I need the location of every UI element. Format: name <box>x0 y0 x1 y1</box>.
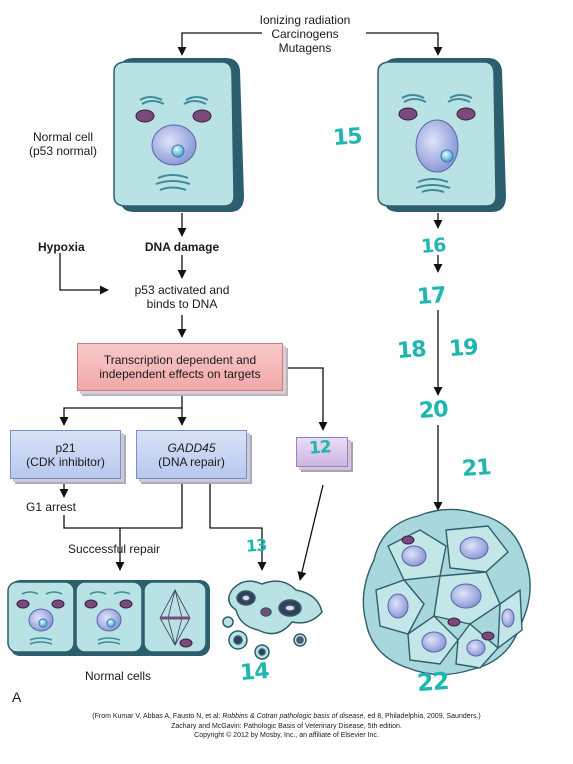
arrow-transcription-to-box12 <box>283 367 328 431</box>
line-gadd45-to-repair <box>120 480 183 529</box>
apoptotic-cell <box>222 580 323 660</box>
transcription-box: Transcription dependent and independent … <box>77 343 283 391</box>
flow-arrows <box>59 32 443 581</box>
handwritten-13: 13 <box>245 535 267 556</box>
arrow-transcription-branch-left <box>59 392 183 426</box>
mutant-nucleus <box>415 119 459 173</box>
p53-step-label: p53 activated and binds to DNA <box>134 283 230 311</box>
handwritten-19: 19 <box>448 335 479 362</box>
credit-line-1: (From Kumar V, Abbas A, Fausto N, et al:… <box>0 712 573 721</box>
handwritten-15: 15 <box>332 124 363 151</box>
handwritten-20: 20 <box>418 397 449 424</box>
panel-letter: A <box>12 689 22 705</box>
credit-line-1-pre: (From Kumar V, Abbas A, Fausto N, et al: <box>92 713 223 720</box>
handwritten-22: 22 <box>416 666 450 698</box>
arrow-cause-to-mutant <box>366 32 443 56</box>
normal-cell-label: Normal cell (p53 normal) <box>28 130 98 158</box>
cause-labels: Ionizing radiation Carcinogens Mutagens <box>259 13 351 55</box>
handwritten-17: 17 <box>416 283 447 310</box>
mutant-cell <box>377 58 506 212</box>
handwritten-12: 12 <box>308 437 332 459</box>
credit-line-1-post: ed 8, Philadelphia, 2009, Saunders.) <box>365 713 481 720</box>
arrow-hypoxia-to-p53 <box>59 253 109 295</box>
box-12 <box>296 437 348 467</box>
nucleus <box>151 124 197 166</box>
normal-cells-label: Normal cells <box>84 669 151 683</box>
mitotic-spindle <box>159 589 191 646</box>
arrow-box12-to-apoptosis <box>297 484 324 581</box>
credit-line-1-title: Robbins & Cotran pathologic basis of dis… <box>222 713 366 720</box>
gadd45-title: GADD45 <box>167 440 216 455</box>
dna-damage-label: DNA damage <box>144 240 220 254</box>
nucleolus <box>171 144 185 158</box>
credit-line-2: Zachary and McGavin: Pathologic Basis of… <box>171 723 402 730</box>
g1-arrest-label: G1 arrest <box>26 500 77 514</box>
p21-box: p21 (CDK inhibitor) <box>10 430 121 479</box>
handwritten-21: 21 <box>461 455 492 482</box>
hypoxia-label: Hypoxia <box>38 240 85 254</box>
handwritten-14: 14 <box>239 659 270 686</box>
tumor-mass <box>362 508 531 676</box>
handwritten-18: 18 <box>396 337 427 364</box>
handwritten-16: 16 <box>420 234 447 258</box>
gadd45-sub: (DNA repair) <box>158 454 225 469</box>
gadd45-box: GADD45 (DNA repair) <box>136 430 247 479</box>
line-arrest-to-repair <box>63 515 125 571</box>
successful-repair-label: Successful repair <box>68 542 161 556</box>
arrow-gadd45-to-apoptosis <box>209 480 267 571</box>
normal-cell <box>113 58 244 212</box>
arrow-cause-to-normal <box>177 32 262 56</box>
normal-cells-row <box>7 580 210 656</box>
credit-line-3: Copyright © 2012 by Mosby, Inc., an affi… <box>194 732 379 739</box>
mitochondria <box>135 109 212 123</box>
golgi <box>139 96 209 191</box>
